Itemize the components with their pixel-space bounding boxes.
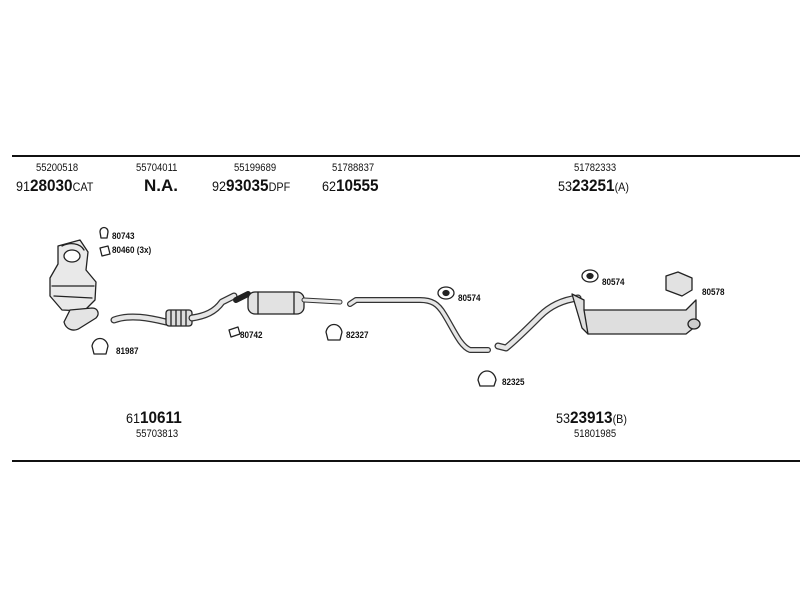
clamp-icon xyxy=(477,370,497,387)
not-available-label: N.A. xyxy=(144,176,178,195)
part-number-label: 55200518 xyxy=(36,162,79,174)
component-ref-label: 80574 xyxy=(602,277,625,287)
rear-silencer-part xyxy=(494,293,701,352)
diesel-particulate-filter-part xyxy=(233,291,343,315)
bracket-icon xyxy=(665,271,693,297)
part-number-label: 51801985 xyxy=(574,428,617,440)
clamp-icon xyxy=(99,226,109,239)
component-ref-label: 80578 xyxy=(702,287,725,297)
part-number-label: 55703813 xyxy=(136,428,179,440)
part-code: 9293035DPF xyxy=(212,176,291,195)
intermediate-pipe-part xyxy=(347,297,491,353)
part-code: 6210555 xyxy=(322,176,379,195)
top-divider xyxy=(12,155,800,157)
clamp-icon xyxy=(91,337,109,355)
part-number-label: 55704011 xyxy=(136,162,178,174)
gasket-icon xyxy=(99,245,111,257)
component-ref-label: 80574 xyxy=(458,293,481,303)
front-pipe-part xyxy=(110,292,238,327)
part-number-label: 51782333 xyxy=(574,162,617,174)
component-ref-label: 82327 xyxy=(346,330,369,340)
part-code: 5323913(B) xyxy=(556,408,627,427)
component-ref-label: 80743 xyxy=(112,231,135,241)
part-code: 5323251(A) xyxy=(558,176,629,195)
gasket-icon xyxy=(228,326,241,338)
bottom-divider xyxy=(12,460,800,462)
component-ref-label: 82325 xyxy=(502,377,525,387)
part-code: 9128030CAT xyxy=(16,176,94,195)
component-ref-label: 80742 xyxy=(240,330,263,340)
catalytic-converter-part xyxy=(49,239,99,331)
component-ref-label: 81987 xyxy=(116,346,139,356)
clamp-icon xyxy=(325,323,343,341)
part-code: 6110611 xyxy=(126,408,182,427)
component-ref-label: 80460 (3x) xyxy=(112,245,152,255)
part-number-label: 55199689 xyxy=(234,162,277,174)
part-number-label: 51788837 xyxy=(332,162,375,174)
